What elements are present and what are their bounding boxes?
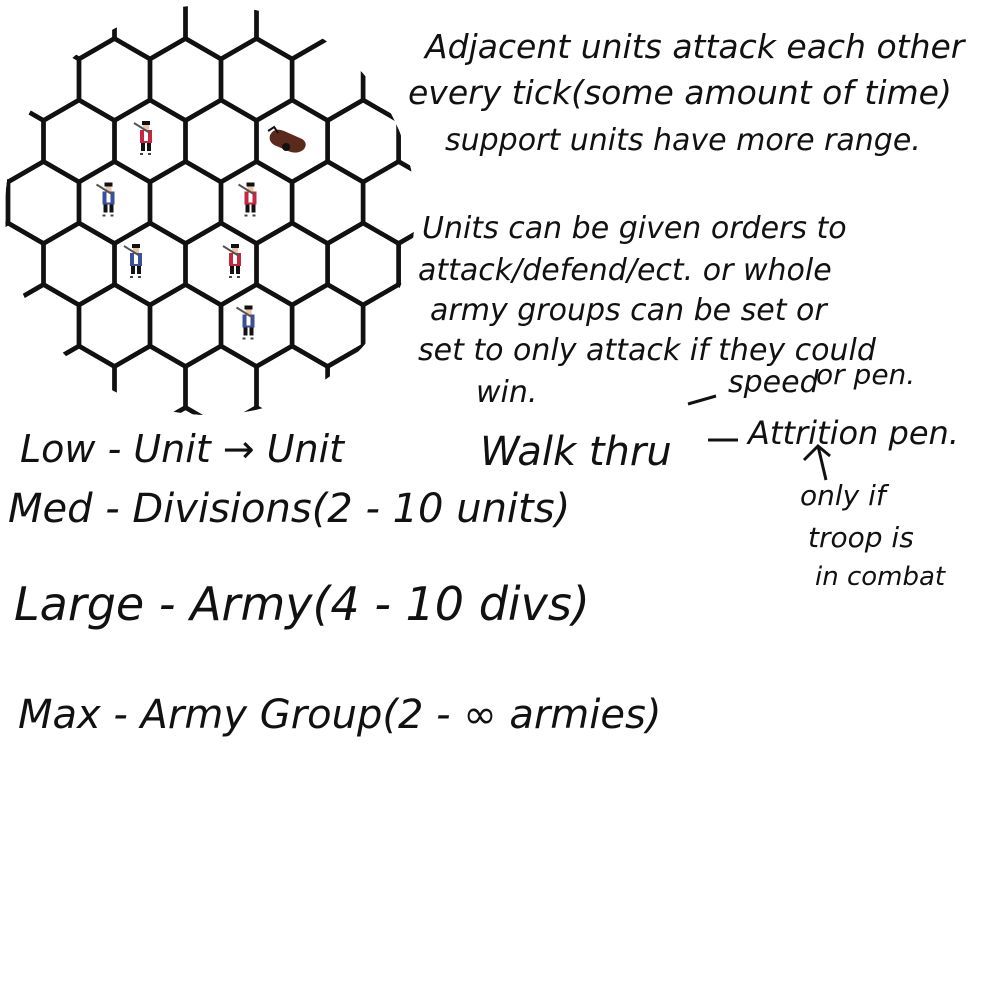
cannon-icon[interactable]	[267, 125, 306, 153]
orders-note-line2: attack/defend/ect. or whole	[418, 253, 832, 288]
combat-note-line3: support units have more range.	[445, 123, 921, 158]
walk-option-speed: speed	[728, 365, 820, 400]
hex-tile[interactable]	[360, 405, 434, 490]
combat-note: Adjacent units attack each other every t…	[408, 27, 967, 158]
musketeer-icon[interactable]	[222, 244, 241, 278]
musketeer-icon[interactable]	[237, 182, 257, 217]
arrow-note-line1: only if	[800, 479, 890, 512]
hierarchy-low: Low - Unit → Unit	[20, 427, 346, 471]
hex-tile[interactable]	[112, 0, 188, 62]
hex-tile[interactable]	[183, 0, 259, 62]
hex-tile[interactable]	[41, 343, 117, 428]
arrow-note-line2: troop is	[808, 521, 914, 554]
hex-tile[interactable]	[218, 405, 295, 490]
hex-tile[interactable]	[325, 0, 401, 62]
hex-tile[interactable]	[0, 282, 11, 369]
combat-note-line1: Adjacent units attack each other	[423, 27, 967, 66]
arrow-note-line3: in combat	[815, 562, 946, 592]
hex-tile[interactable]	[0, 220, 46, 308]
hex-tile[interactable]	[183, 343, 259, 428]
hex-tile[interactable]	[112, 343, 188, 428]
command-hierarchy: Low - Unit → Unit Med - Divisions(2 - 10…	[8, 427, 661, 738]
walk-thru-note: Walk thru speed or pen. Attrition pen. o…	[480, 358, 959, 592]
hex-tile[interactable]	[0, 0, 46, 62]
hex-tile[interactable]	[325, 343, 401, 428]
musketeer-icon[interactable]	[95, 182, 115, 217]
hierarchy-med: Med - Divisions(2 - 10 units)	[8, 486, 570, 532]
hex-tile[interactable]	[254, 0, 330, 62]
hierarchy-max: Max - Army Group(2 - ∞ armies)	[18, 692, 661, 738]
orders-note: Units can be given orders to attack/defe…	[418, 211, 877, 410]
walk-option-attrition: Attrition pen.	[746, 414, 959, 452]
orders-note-line3: army groups can be set or	[430, 293, 828, 328]
hierarchy-large: Large - Army(4 - 10 divs)	[14, 577, 590, 631]
walk-thru-label: Walk thru	[480, 429, 672, 475]
hex-tile[interactable]	[41, 0, 117, 62]
musketeer-icon[interactable]	[235, 305, 255, 340]
combat-note-line2: every tick(some amount of time)	[408, 73, 952, 112]
hex-tile[interactable]	[0, 343, 46, 428]
orders-note-line5: win.	[476, 375, 537, 410]
hex-tile[interactable]	[0, 36, 11, 123]
musketeer-icon[interactable]	[123, 244, 142, 278]
up-arrow-icon	[802, 443, 831, 481]
orders-note-line1: Units can be given orders to	[422, 211, 847, 246]
musketeer-icon[interactable]	[133, 121, 152, 155]
walk-option-speed-suffix: or pen.	[816, 358, 915, 391]
unit-layer	[95, 121, 306, 340]
hex-tile[interactable]	[254, 343, 330, 428]
orders-note-line4: set to only attack if they could	[418, 333, 877, 368]
hex-tile[interactable]	[0, 97, 46, 185]
hex-tile[interactable]	[0, 405, 11, 490]
hex-tile[interactable]	[147, 405, 224, 490]
dash-upper	[687, 394, 717, 406]
